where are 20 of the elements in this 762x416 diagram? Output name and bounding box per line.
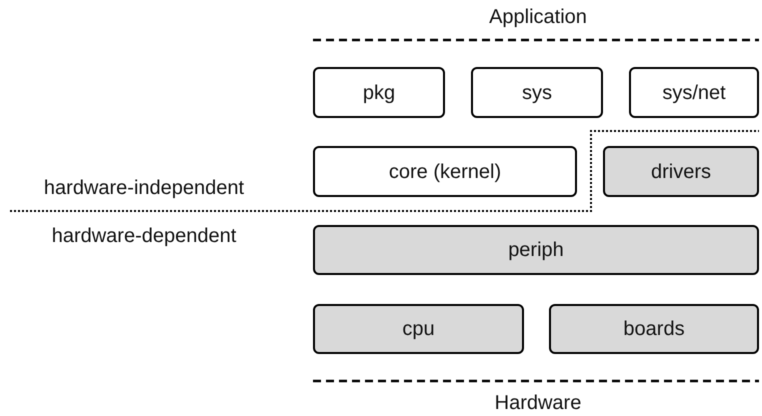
hardware-module-box: [313, 225, 759, 275]
layer-label: Hardware: [494, 391, 582, 416]
box-label: sys: [522, 80, 552, 106]
hardware-module-box: [603, 146, 759, 197]
software-module-box: [313, 67, 445, 118]
box-label: periph: [508, 238, 564, 263]
hardware-module-box: [549, 304, 759, 354]
box-label: boards: [623, 317, 685, 342]
hardware-module-box: [313, 304, 524, 354]
box-label: cpu: [402, 317, 435, 342]
box-label: pkg: [362, 80, 396, 106]
software-module-box: [629, 67, 759, 118]
layer-label: hardware-independent: [42, 176, 246, 201]
software-module-box: [313, 146, 577, 197]
box-label: sys/net: [662, 80, 726, 106]
layer-label: Application: [488, 5, 588, 30]
software-module-box: [471, 67, 603, 118]
layer-label: hardware-dependent: [50, 224, 238, 249]
box-label: core (kernel): [388, 160, 502, 184]
box-label: drivers: [650, 160, 711, 184]
